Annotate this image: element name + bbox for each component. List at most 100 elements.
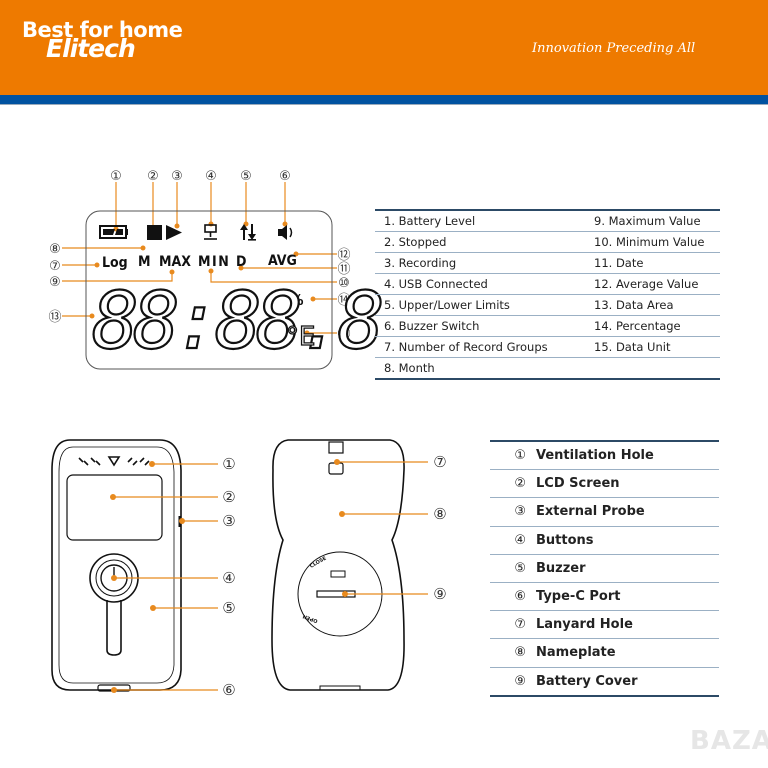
limits-icon — [240, 224, 256, 241]
parts-table: ① Ventilation Hole ② LCD Screen ③ External … — [490, 440, 719, 697]
callout-14: ⑭ — [337, 293, 350, 308]
part-label: External Probe — [536, 504, 645, 520]
callout-1: ① — [110, 169, 122, 184]
callout-11: ⑪ — [337, 262, 350, 277]
part-number: ① — [514, 448, 526, 464]
part-label: Ventilation Hole — [536, 448, 654, 464]
device-front — [51, 439, 182, 692]
device-callout-7: ⑦ — [433, 453, 446, 471]
device-callout-4: ④ — [222, 569, 235, 587]
month-label: M — [138, 254, 151, 270]
part-label: LCD Screen — [536, 476, 620, 492]
watermark: BAZAR — [690, 726, 768, 756]
lanyard-hole-outline — [328, 441, 344, 454]
callout-8: ⑧ — [49, 242, 61, 257]
legend-item: 15. Data Unit — [594, 340, 671, 354]
table-row: 5. Upper/Lower Limits 13. Data Area — [375, 294, 720, 315]
part-number: ② — [514, 476, 526, 492]
legend-item: 3. Recording — [384, 256, 457, 270]
legend-item: 1. Battery Level — [384, 214, 476, 228]
slogan: Innovation Preceding All — [532, 41, 696, 56]
device-callout-2: ② — [222, 488, 235, 506]
tagline: Best for home — [22, 18, 183, 42]
part-label: Lanyard Hole — [536, 617, 633, 633]
stop-icon — [147, 225, 162, 240]
brand-logo: Elitech — [46, 34, 136, 63]
legend-item: 10. Minimum Value — [594, 235, 705, 249]
legend-item: 5. Upper/Lower Limits — [384, 298, 510, 312]
device-back — [271, 439, 405, 691]
lcd-screen-outline — [66, 474, 163, 541]
lcd-legend-table: 1. Battery Level 9. Maximum Value 2. Stop… — [375, 209, 720, 380]
device-callout-1: ① — [222, 455, 235, 473]
legend-item: 6. Buzzer Switch — [384, 319, 480, 333]
callout-5: ⑤ — [240, 169, 252, 184]
table-row: ④ Buttons — [490, 525, 719, 554]
table-row: ⑦ Lanyard Hole — [490, 610, 719, 638]
device-callout-5: ⑤ — [222, 599, 235, 617]
legend-item: 8. Month — [384, 361, 435, 375]
table-row: ⑧ Nameplate — [490, 638, 719, 666]
record-play-icon — [166, 225, 182, 240]
part-number: ⑨ — [514, 673, 526, 689]
device-callout-dots — [110, 459, 348, 693]
avg-label: AVG — [268, 253, 297, 269]
device-leader-lines — [113, 461, 428, 691]
part-number: ⑤ — [514, 560, 526, 576]
part-number: ⑧ — [514, 645, 526, 661]
day-label: D — [236, 254, 246, 270]
callout-2: ② — [147, 169, 159, 184]
lcd-callout-numbers: ① ② ③ ④ ⑤ ⑥ ⑦ ⑧ ⑨ ⑩ ⑪ ⑫ ⑬ ⑭ ⑮ — [48, 169, 350, 342]
callout-12: ⑫ — [337, 248, 350, 263]
device-callout-3: ③ — [222, 512, 235, 530]
part-label: Type-C Port — [536, 589, 621, 605]
table-row: ⑨ Battery Cover — [490, 666, 719, 695]
table-row: 3. Recording 11. Date — [375, 252, 720, 273]
callout-6: ⑥ — [279, 169, 291, 184]
legend-item: 9. Maximum Value — [594, 214, 701, 228]
part-number: ⑦ — [514, 617, 526, 633]
part-label: Nameplate — [536, 645, 616, 661]
header-banner: Best for home Elitech Innovation Precedi… — [0, 0, 768, 95]
callout-10: ⑩ — [338, 276, 350, 291]
cover-open-label: OPEN — [302, 613, 319, 624]
legend-item: 2. Stopped — [384, 235, 447, 249]
part-label: Buttons — [536, 532, 594, 548]
table-row: 7. Number of Record Groups 15. Data Unit — [375, 336, 720, 357]
legend-item: 13. Data Area — [594, 298, 674, 312]
callout-4: ④ — [205, 169, 217, 184]
part-number: ③ — [514, 504, 526, 520]
min-label: MIN — [198, 254, 230, 270]
table-row: 1. Battery Level 9. Maximum Value — [375, 211, 720, 231]
callout-13: ⑬ — [48, 310, 61, 325]
device-callout-9: ⑨ — [433, 585, 446, 603]
callout-9: ⑨ — [49, 275, 61, 290]
max-label: MAX — [159, 254, 191, 270]
lcd-labels: Log M MAX MIN D AVG % — [102, 253, 304, 309]
unit-label: °E — [286, 322, 315, 352]
table-row: 2. Stopped 10. Minimum Value — [375, 231, 720, 252]
part-label: Buzzer — [536, 560, 586, 576]
lcd-panel — [85, 210, 333, 370]
usb-connected-icon — [204, 224, 217, 240]
part-number: ④ — [514, 532, 526, 548]
legend-item: 11. Date — [594, 256, 644, 270]
table-row: ⑤ Buzzer — [490, 553, 719, 582]
buzzer-icon — [278, 225, 293, 240]
battery-icon — [99, 225, 128, 239]
lcd-leader-lines — [62, 182, 337, 334]
table-row: ③ External Probe — [490, 497, 719, 525]
lcd-digits: 88:88.8 — [92, 277, 381, 367]
device-callout-6: ⑥ — [222, 681, 235, 699]
table-row: ① Ventilation Hole — [490, 442, 719, 469]
device-callout-numbers: ① ② ③ ④ ⑤ ⑥ ⑦ ⑧ ⑨ — [222, 453, 446, 699]
legend-item: 7. Number of Record Groups — [384, 340, 548, 354]
legend-item: 4. USB Connected — [384, 277, 488, 291]
legend-item: 12. Average Value — [594, 277, 699, 291]
part-label: Battery Cover — [536, 673, 638, 689]
table-row: ② LCD Screen — [490, 469, 719, 497]
callout-7: ⑦ — [49, 259, 61, 274]
